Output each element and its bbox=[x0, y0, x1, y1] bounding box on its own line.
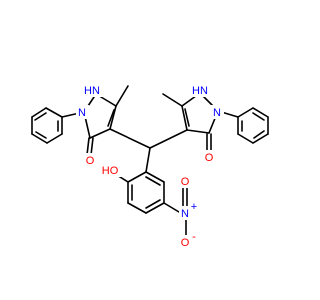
nitro-n-label: N bbox=[181, 208, 189, 220]
atom-labels: HN N O HN N O HO N + O O - bbox=[76, 83, 224, 249]
structure-diagram: HN N O HN N O HO N + O O - bbox=[31, 83, 269, 249]
left-pyrazolone-ring bbox=[61, 85, 129, 156]
right-phenyl-ring bbox=[217, 107, 269, 144]
left-phenyl-ring bbox=[31, 107, 63, 144]
hydroxy-label: HO bbox=[102, 165, 119, 177]
left-nh-label: HN bbox=[84, 85, 100, 97]
nitro-o-top-label: O bbox=[181, 176, 190, 188]
nitro-o-bottom-label: O bbox=[181, 237, 190, 249]
right-pyrazolone-ring bbox=[162, 92, 219, 153]
left-n-label: N bbox=[78, 107, 86, 119]
central-methine bbox=[109, 128, 188, 173]
nitro-group bbox=[182, 184, 188, 239]
nitro-o-charge-label: - bbox=[192, 231, 196, 243]
molecule-svg: HN N O HN N O HO N + O O - bbox=[31, 83, 269, 249]
nitro-n-charge-label: + bbox=[191, 201, 197, 213]
nitrophenyl-ring bbox=[111, 171, 180, 214]
right-carbonyl-o-label: O bbox=[205, 152, 214, 164]
right-nh-label: HN bbox=[192, 85, 208, 97]
left-carbonyl-o-label: O bbox=[86, 155, 95, 167]
right-n-label: N bbox=[213, 107, 221, 119]
